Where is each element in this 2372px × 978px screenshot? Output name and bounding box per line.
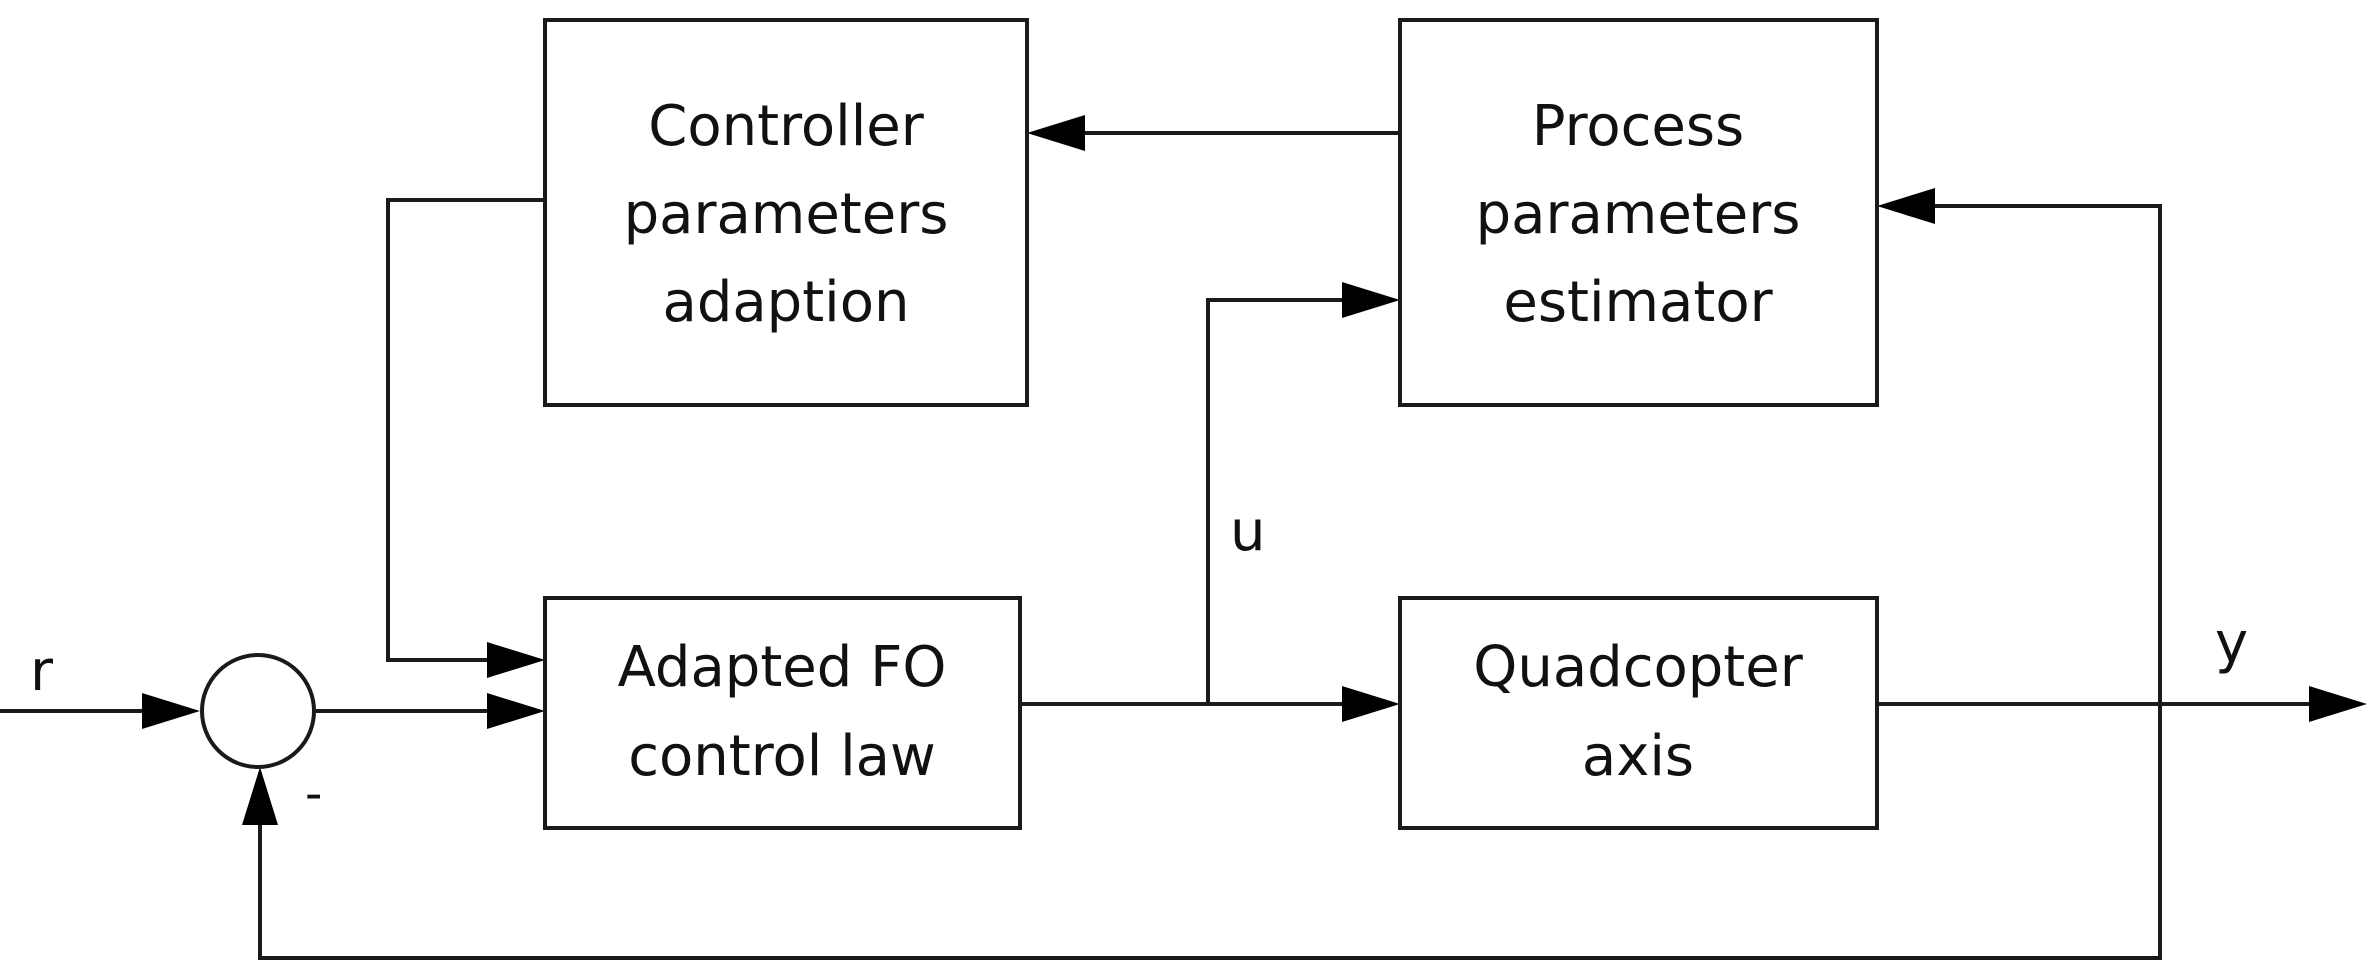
reference-input-arrowhead [142,693,200,729]
adapted-parameters-wire [386,198,545,662]
summing-junction [200,653,316,769]
control-law-block [543,596,1022,830]
process-estimator-line2: parameters [1476,182,1801,247]
process-estimator-line3: estimator [1503,270,1773,335]
control-branch-arrowhead [1342,282,1400,318]
process-estimator-block [1398,18,1879,407]
feedback-sign: - [305,766,322,822]
output-label: y [2215,611,2248,676]
feedback-wire [258,704,2162,960]
reference-label: r [30,639,54,704]
process-estimator-line1: Process [1532,94,1744,159]
controller-adaption-line3: adaption [663,270,910,335]
error-signal-arrowhead [487,693,545,729]
plant-block [1398,596,1879,830]
estimated-parameters-arrowhead [1027,115,1085,151]
plant-line1: Quadcopter [1473,635,1803,700]
output-to-estimator-arrowhead [1877,188,1935,224]
control-signal-arrowhead [1342,686,1400,722]
control-branch-wire [1206,298,1360,704]
control-law-line1: Adapted FO [618,635,947,700]
controller-adaption-line2: parameters [624,182,949,247]
output-signal-arrowhead [2309,686,2367,722]
control-label: u [1230,499,1266,564]
control-law-line2: control law [628,724,936,789]
controller-adaption-line1: Controller [648,94,924,159]
feedback-arrowhead [242,767,278,825]
plant-line2: axis [1582,724,1694,789]
adapted-parameters-arrowhead [487,642,545,678]
controller-adaption-block [543,18,1029,407]
output-to-estimator-wire [1917,204,2162,704]
